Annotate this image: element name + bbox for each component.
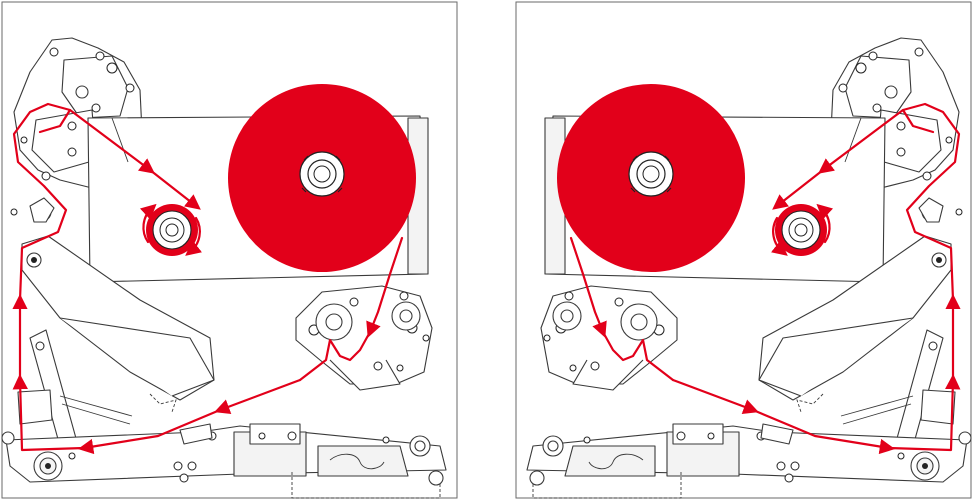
left-printer-unit bbox=[2, 2, 457, 498]
right-printer-unit bbox=[516, 2, 971, 498]
